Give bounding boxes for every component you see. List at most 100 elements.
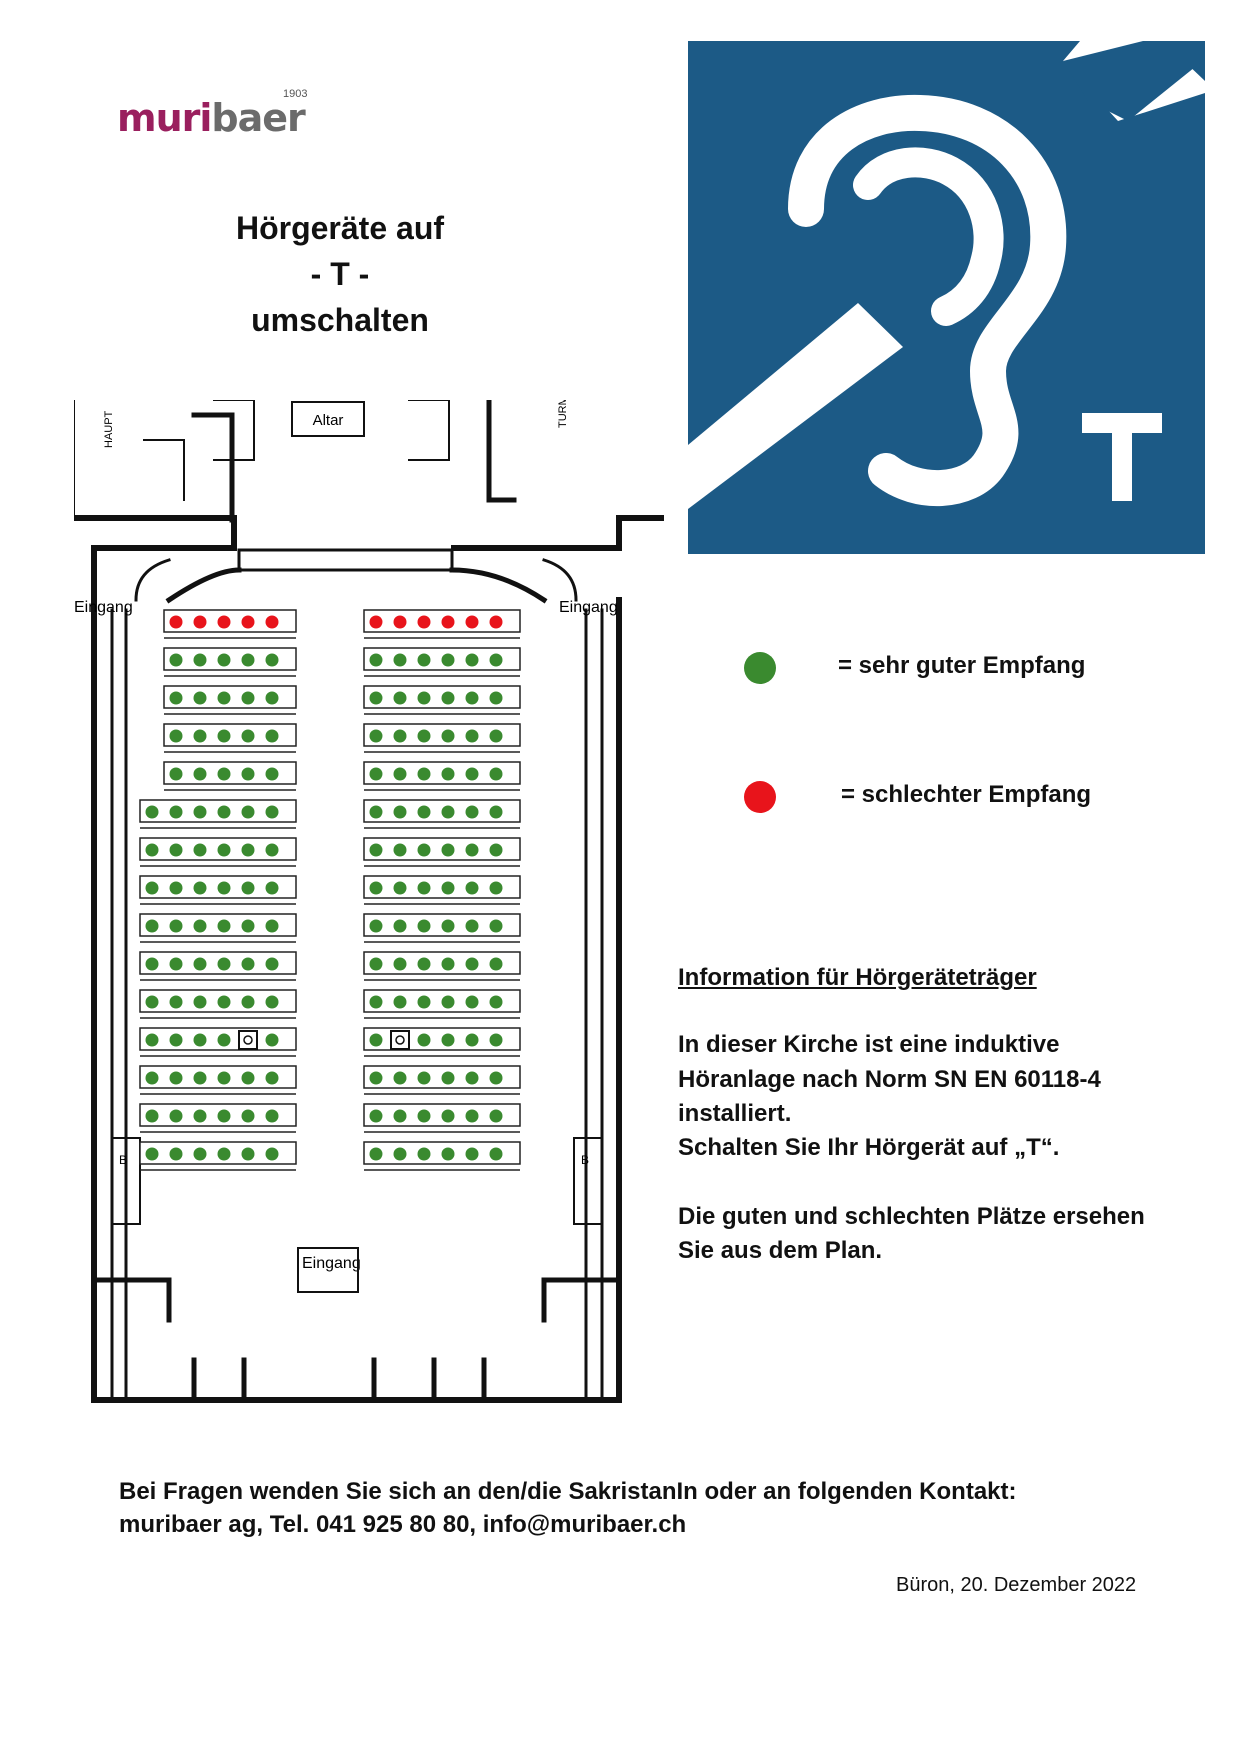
right-pew-row: [363, 1141, 521, 1171]
seat-good-reception: [217, 1071, 231, 1085]
seat-good-reception: [465, 957, 479, 971]
legend-good-dot: [744, 652, 776, 684]
seat-good-reception: [169, 843, 183, 857]
seat-good-reception: [441, 1033, 455, 1047]
seat-good-reception: [169, 653, 183, 667]
seat-good-reception: [241, 691, 255, 705]
seat-good-reception: [193, 843, 207, 857]
seat-good-reception: [465, 1033, 479, 1047]
seat-good-reception: [193, 995, 207, 1009]
entrance-left-label: Eingang: [74, 599, 133, 616]
seat-good-reception: [217, 1109, 231, 1123]
left-pew-row: [163, 685, 297, 715]
seat-good-reception: [369, 881, 383, 895]
seat-good-reception: [369, 805, 383, 819]
seat-good-reception: [441, 843, 455, 857]
seat-good-reception: [265, 843, 279, 857]
seat-good-reception: [265, 691, 279, 705]
seat-good-reception: [169, 995, 183, 1009]
seat-good-reception: [393, 729, 407, 743]
seat-good-reception: [193, 881, 207, 895]
seat-good-reception: [417, 843, 431, 857]
seat-good-reception: [145, 805, 159, 819]
seat-good-reception: [393, 843, 407, 857]
seat-good-reception: [145, 1109, 159, 1123]
seat-good-reception: [265, 881, 279, 895]
seat-bad-reception: [489, 615, 503, 629]
seat-good-reception: [169, 957, 183, 971]
right-pew-row: [363, 1027, 521, 1057]
seat-good-reception: [489, 1071, 503, 1085]
seat-bad-reception: [241, 615, 255, 629]
seat-bad-reception: [169, 615, 183, 629]
left-pew-row: [139, 1065, 297, 1095]
seat-good-reception: [217, 805, 231, 819]
seat-good-reception: [145, 1033, 159, 1047]
legend-bad-label: = schlechter Empfang: [841, 781, 1092, 808]
seat-bad-reception: [465, 615, 479, 629]
seat-good-reception: [369, 1109, 383, 1123]
info-line-3: installiert.: [678, 1100, 792, 1127]
right-pew-row: [363, 913, 521, 943]
seat-good-reception: [489, 919, 503, 933]
seat-good-reception: [169, 691, 183, 705]
left-pew-row: [139, 1103, 297, 1133]
seat-good-reception: [393, 1071, 407, 1085]
page-title: Hörgeräte auf - T - umschalten: [200, 205, 480, 343]
logo-part-baer: baer: [211, 96, 305, 140]
seat-good-reception: [265, 653, 279, 667]
seat-bad-reception: [369, 615, 383, 629]
seat-good-reception: [417, 691, 431, 705]
seat-good-reception: [369, 843, 383, 857]
footer-contact: muribaer ag, Tel. 041 925 80 80, info@mu…: [119, 1511, 687, 1538]
seat-good-reception: [217, 843, 231, 857]
floor-plan-walls: [74, 400, 664, 1403]
seat-bad-reception: [441, 615, 455, 629]
seat-good-reception: [241, 653, 255, 667]
sign-strike-upper-cut: [1063, 41, 1205, 121]
right-pew-row: [363, 1103, 521, 1133]
logo-part-muri: muri: [117, 96, 212, 140]
seat-good-reception: [193, 653, 207, 667]
company-logo: muribaer 1903: [117, 88, 317, 148]
seat-good-reception: [217, 1033, 231, 1047]
altar-box: [291, 401, 365, 437]
seat-good-reception: [441, 729, 455, 743]
seat-good-reception: [241, 767, 255, 781]
seat-good-reception: [241, 1109, 255, 1123]
right-pew-row: [363, 685, 521, 715]
right-pew-row: [363, 951, 521, 981]
seat-good-reception: [369, 767, 383, 781]
seat-good-reception: [489, 995, 503, 1009]
seat-good-reception: [241, 1147, 255, 1161]
seat-good-reception: [489, 1147, 503, 1161]
seat-good-reception: [169, 1109, 183, 1123]
seat-good-reception: [465, 1071, 479, 1085]
seat-good-reception: [241, 1071, 255, 1085]
seat-good-reception: [369, 957, 383, 971]
right-pew-row: [363, 1065, 521, 1095]
ear-icon: [788, 94, 1067, 506]
altar-label: Altar: [313, 412, 344, 429]
seat-good-reception: [417, 1033, 431, 1047]
seat-good-reception: [393, 881, 407, 895]
logo-year: 1903: [283, 88, 308, 100]
booth-left-label: B: [119, 1153, 127, 1167]
right-pew-row: [363, 609, 521, 639]
seat-good-reception: [465, 843, 479, 857]
seat-good-reception: [217, 729, 231, 743]
seat-good-reception: [217, 767, 231, 781]
seat-good-reception: [169, 767, 183, 781]
legend-good-label: = sehr guter Empfang: [838, 652, 1086, 679]
seat-good-reception: [417, 767, 431, 781]
right-pew-row: [363, 875, 521, 905]
title-line-3: umschalten: [251, 302, 429, 338]
seat-good-reception: [193, 1109, 207, 1123]
info-heading: Information für Hörgeräteträger: [678, 964, 1037, 991]
seat-good-reception: [169, 881, 183, 895]
loop-amplifier-dot: [395, 1035, 405, 1045]
seat-good-reception: [265, 1147, 279, 1161]
booth-right: [573, 1137, 603, 1225]
seat-good-reception: [465, 919, 479, 933]
loop-amplifier-icon: [390, 1030, 410, 1050]
